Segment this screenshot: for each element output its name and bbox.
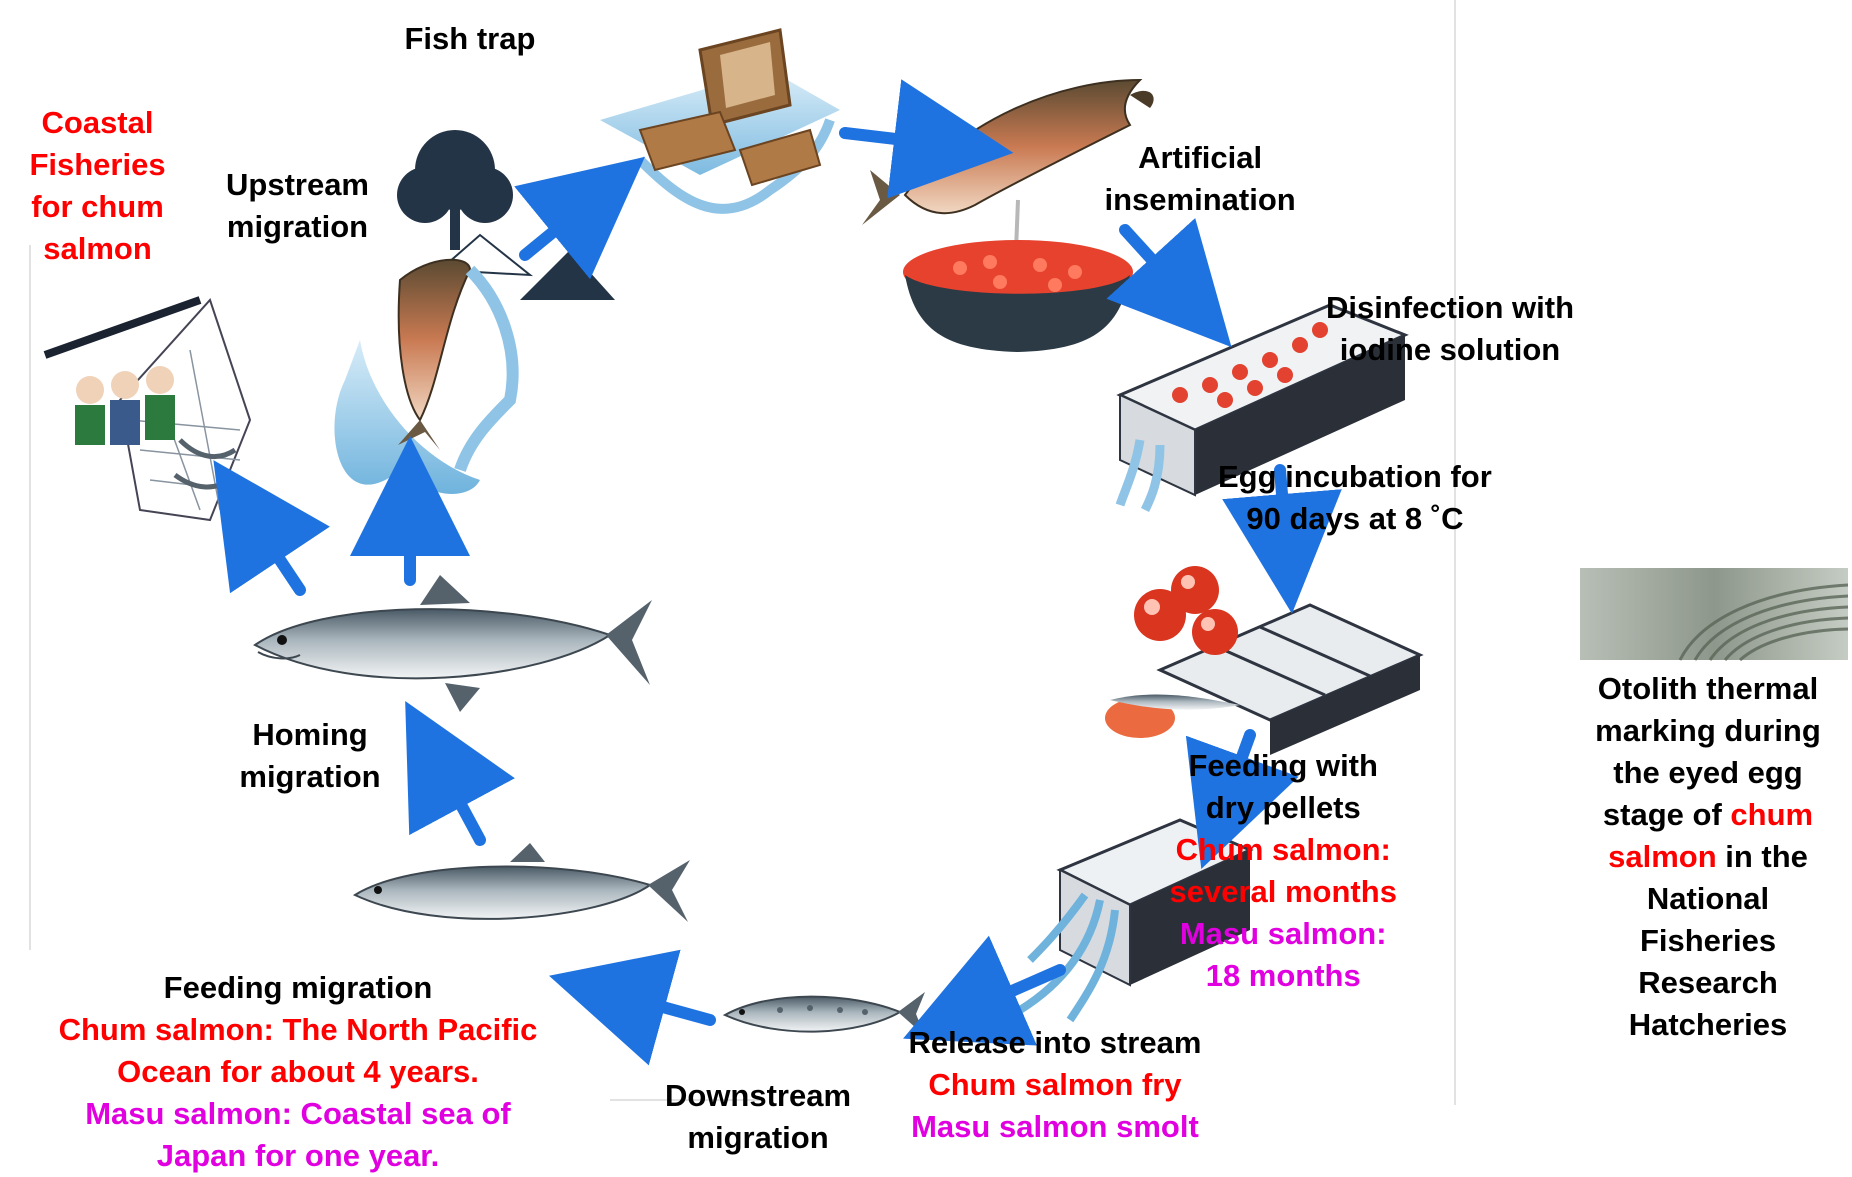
pellets-masu-1: Masu salmon: [1170, 913, 1397, 955]
release-title: Release into stream [909, 1022, 1202, 1064]
release-label: Release into stream Chum salmon fry Masu… [909, 1022, 1202, 1148]
otolith-line-5-post: in the [1717, 839, 1808, 874]
arrow-insemination-to-disinfection [1125, 230, 1175, 285]
fish-trap-illustration [600, 30, 840, 209]
otolith-line-9: Hatcheries [1572, 1004, 1844, 1046]
arrow-homing-to-fisheries [260, 530, 300, 590]
coastal-line-3: for chum [10, 186, 185, 228]
otolith-line-5-red: salmon [1608, 839, 1717, 874]
fishermen-net-illustration [45, 300, 250, 520]
feeding-migration-chum-1: Chum salmon: The North Pacific [8, 1009, 588, 1051]
pellets-masu-2: 18 months [1170, 955, 1397, 997]
release-masu: Masu salmon smolt [909, 1106, 1202, 1148]
otolith-label: Otolith thermal marking during the eyed … [1572, 668, 1844, 1046]
fish-trap-text: Fish trap [405, 18, 536, 60]
fish-trap-label: Fish trap [405, 18, 536, 60]
otolith-line-8: Research [1572, 962, 1844, 1004]
jumping-salmon-illustration [334, 260, 512, 494]
arrow-upstream-to-trap [525, 210, 580, 255]
otolith-line-4-red: chum [1730, 797, 1813, 832]
adult-salmon-illustration [255, 575, 652, 712]
disinfection-line-2: iodine solution [1326, 329, 1574, 371]
pellets-chum-2: several months [1170, 871, 1397, 913]
feeding-migration-masu-1: Masu salmon: Coastal sea of [8, 1093, 588, 1135]
incubation-tray-illustration [1105, 566, 1420, 755]
otolith-line-1: Otolith thermal [1572, 668, 1844, 710]
insemination-line-1: Artificial [1105, 137, 1296, 179]
pellets-title-1: Feeding with [1170, 745, 1397, 787]
homing-line-2: migration [220, 756, 400, 798]
release-chum: Chum salmon fry [909, 1064, 1202, 1106]
feeding-migration-title: Feeding migration [8, 967, 588, 1009]
incubation-line-2: 90 days at 8 ˚C [1218, 498, 1492, 540]
homing-migration-label: Homing migration [220, 714, 400, 798]
artificial-insemination-label: Artificial insemination [1105, 137, 1296, 221]
pellets-chum-1: Chum salmon: [1170, 829, 1397, 871]
homing-line-1: Homing [220, 714, 400, 756]
feeding-migration-chum-2: Ocean for about 4 years. [8, 1051, 588, 1093]
otolith-line-4-pre: stage of [1603, 797, 1730, 832]
otolith-line-5: salmon in the [1572, 836, 1844, 878]
feeding-migration-label: Feeding migration Chum salmon: The North… [8, 967, 588, 1177]
coastal-line-2: Fisheries [10, 144, 185, 186]
otolith-line-4: stage of chum [1572, 794, 1844, 836]
downstream-line-1: Downstream [665, 1075, 851, 1117]
otolith-photo [1580, 568, 1848, 660]
feeding-pellets-label: Feeding with dry pellets Chum salmon: se… [1170, 745, 1397, 997]
arrow-downstream-to-feeding [630, 998, 710, 1020]
ocean-fish-illustration [355, 843, 690, 922]
insemination-line-2: insemination [1105, 179, 1296, 221]
otolith-line-2: marking during [1572, 710, 1844, 752]
upstream-line-1: Upstream [210, 164, 385, 206]
smolt-fish-illustration [725, 992, 925, 1036]
coastal-line-1: Coastal [10, 102, 185, 144]
incubation-line-1: Egg incubation for [1218, 456, 1492, 498]
otolith-line-7: Fisheries [1572, 920, 1844, 962]
disinfection-line-1: Disinfection with [1326, 287, 1574, 329]
otolith-line-3: the eyed egg [1572, 752, 1844, 794]
feeding-migration-masu-2: Japan for one year. [8, 1135, 588, 1177]
upstream-line-2: migration [210, 206, 385, 248]
arrow-feeding-to-homing [445, 775, 480, 840]
egg-bowl-illustration [903, 240, 1133, 352]
egg-incubation-label: Egg incubation for 90 days at 8 ˚C [1218, 456, 1492, 540]
coastal-line-4: salmon [10, 228, 185, 270]
otolith-line-6: National [1572, 878, 1844, 920]
upstream-migration-label: Upstream migration [210, 164, 385, 248]
coastal-fisheries-label: Coastal Fisheries for chum salmon [10, 102, 185, 270]
downstream-line-2: migration [665, 1117, 851, 1159]
arrow-trap-to-insemination [845, 133, 930, 143]
downstream-label: Downstream migration [665, 1075, 851, 1159]
pellets-title-2: dry pellets [1170, 787, 1397, 829]
disinfection-label: Disinfection with iodine solution [1326, 287, 1574, 371]
